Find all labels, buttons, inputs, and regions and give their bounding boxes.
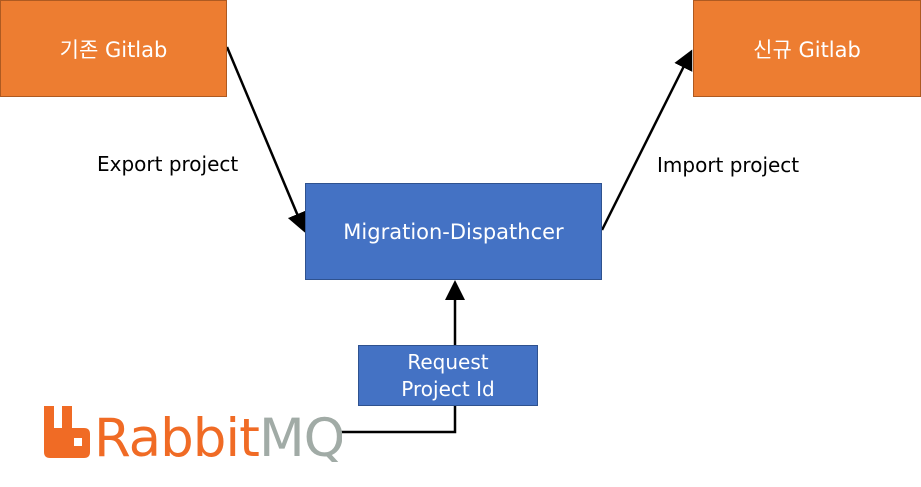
export-arrow (225, 46, 307, 233)
request-label-line1: Request (407, 349, 489, 374)
request-project-id-node: Request Project Id (358, 345, 538, 406)
migration-dispatcher-node: Migration-Dispathcer (305, 183, 602, 280)
svg-text:RabbitMQ: RabbitMQ (94, 408, 342, 462)
dispatcher-label: Migration-Dispathcer (343, 219, 564, 244)
new-gitlab-label: 신규 Gitlab (753, 37, 861, 62)
rabbitmq-text-rabbit: Rabbit (94, 408, 259, 462)
new-gitlab-node: 신규 Gitlab (693, 0, 921, 97)
old-gitlab-node: 기존 Gitlab (0, 0, 227, 97)
rabbit-icon (44, 406, 90, 458)
rabbitmq-text-mq: MQ (259, 408, 342, 462)
rabbitmq-connector (340, 406, 457, 434)
rabbitmq-logo: RabbitMQ (44, 406, 342, 462)
import-arrow (600, 49, 693, 231)
import-project-label: Import project (657, 153, 800, 177)
old-gitlab-label: 기존 Gitlab (59, 37, 168, 62)
export-project-label: Export project (97, 152, 239, 176)
request-label-line2: Project Id (401, 376, 495, 401)
